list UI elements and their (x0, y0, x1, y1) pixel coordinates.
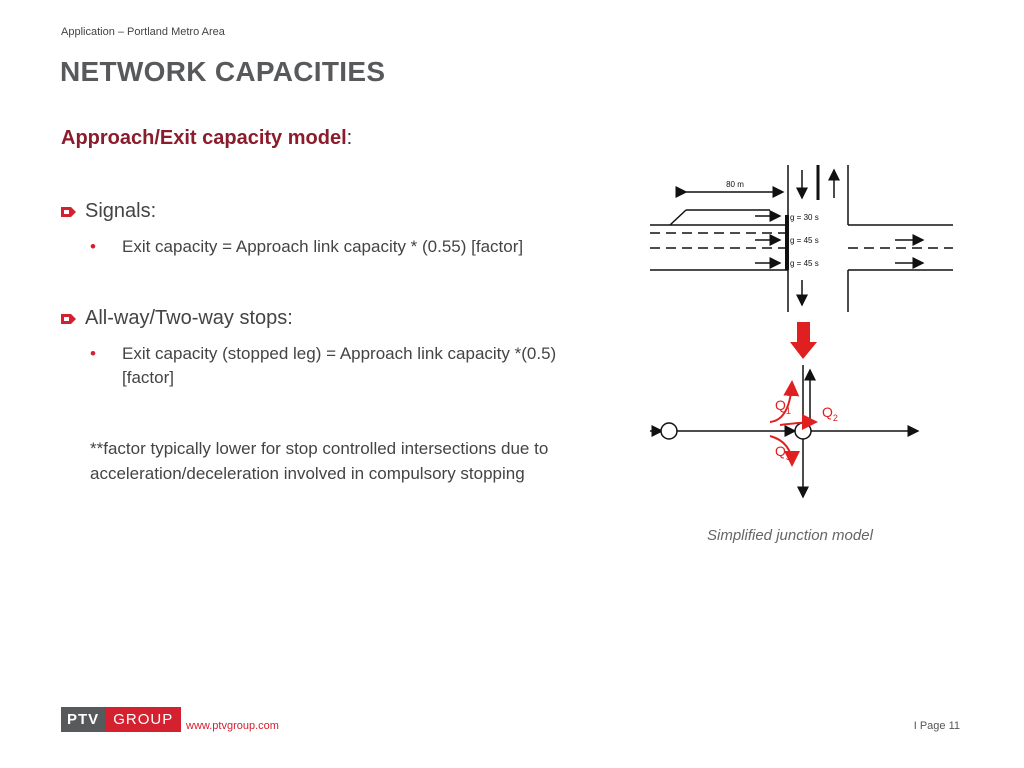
logo-group: GROUP (105, 707, 182, 732)
pencil-bullet-icon (61, 200, 85, 223)
ptv-group-logo: PTV GROUP (61, 707, 182, 732)
sub-bullet-text: Exit capacity = Approach link capacity *… (122, 237, 524, 256)
q2-sub: 2 (833, 413, 838, 423)
sub-bullet-signals: • Exit capacity = Approach link capacity… (90, 235, 602, 259)
dot-bullet-icon: • (90, 344, 96, 363)
junction-svg: 80 m (650, 165, 953, 499)
pencil-bullet-icon (61, 307, 85, 330)
subhead-label: Approach/Exit capacity model (61, 127, 347, 149)
q1-sub: 1 (786, 406, 791, 416)
svg-text:Q2: Q2 (822, 404, 838, 423)
junction-diagram: 80 m (640, 160, 970, 510)
distance-label: 80 m (726, 180, 744, 189)
diagram-caption: Simplified junction model (707, 527, 873, 544)
subhead-colon: : (346, 127, 353, 149)
bullet-stops: All-way/Two-way stops: (61, 307, 293, 330)
sub-bullet-text: Exit capacity (stopped leg) = Approach l… (122, 344, 557, 387)
svg-text:Q3: Q3 (775, 443, 791, 462)
section-subhead: Approach/Exit capacity model: (61, 127, 352, 150)
page-number: I Page 11 (913, 720, 960, 732)
signalized-intersection: 80 m (650, 165, 953, 312)
logo-ptv: PTV (61, 707, 106, 732)
green-time-1: g = 30 s (790, 213, 819, 222)
footer-url[interactable]: www.ptvgroup.com (186, 720, 279, 732)
q2-label: Q (822, 404, 833, 420)
bullet-signals: Signals: (61, 200, 156, 223)
svg-text:Q1: Q1 (775, 397, 791, 416)
green-time-3: g = 45 s (790, 259, 819, 268)
factor-note: **factor typically lower for stop contro… (90, 439, 549, 483)
breadcrumb: Application – Portland Metro Area (61, 26, 225, 38)
simplified-node-model: Q1 Q2 Q3 (650, 365, 920, 499)
dot-bullet-icon: • (90, 237, 96, 256)
q1-label: Q (775, 397, 786, 413)
transition-arrow-icon (790, 322, 817, 359)
q3-sub: 3 (786, 452, 791, 462)
green-time-2: g = 45 s (790, 236, 819, 245)
q3-label: Q (775, 443, 786, 459)
page-title: NETWORK CAPACITIES (60, 56, 386, 87)
bullet-label: All-way/Two-way stops: (85, 307, 293, 329)
sub-bullet-stops: • Exit capacity (stopped leg) = Approach… (90, 342, 582, 390)
bullet-label: Signals: (85, 200, 157, 222)
